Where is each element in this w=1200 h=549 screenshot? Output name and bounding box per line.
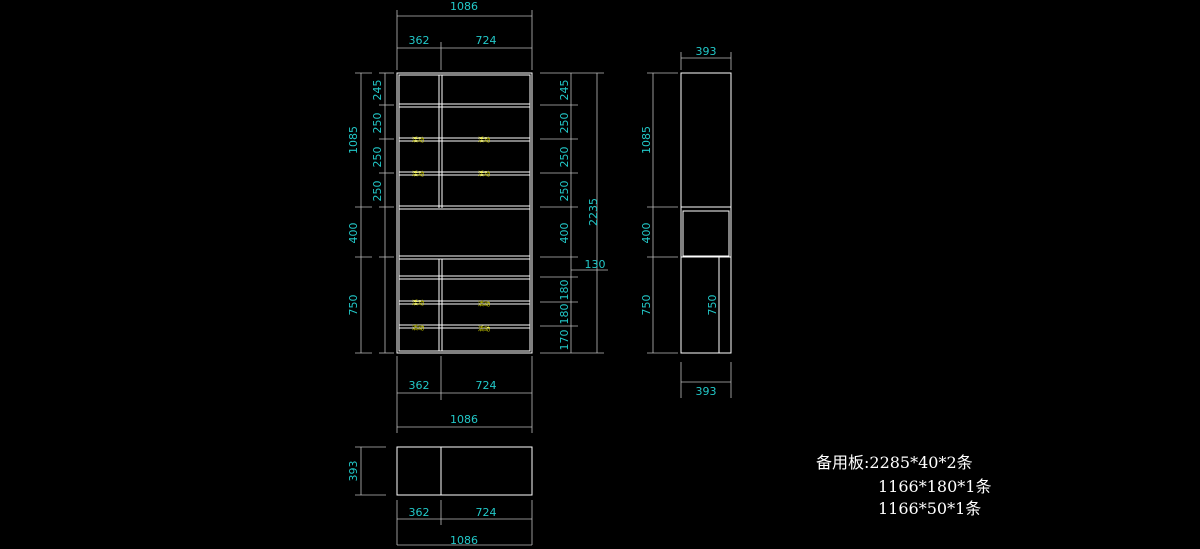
svg-text:750: 750 (640, 295, 653, 316)
svg-text:1085: 1085 (640, 126, 653, 154)
svg-text:750: 750 (347, 295, 360, 316)
shelf-tag: 活动 (478, 136, 490, 144)
svg-text:2235: 2235 (587, 198, 600, 226)
note-line-1: 备用板:2285*40*2条 (816, 453, 973, 472)
dim-side-bottom: 393 (680, 362, 732, 398)
shelf-tag: 活动 (412, 299, 424, 307)
plan-view: 393 362 724 1086 (347, 446, 533, 547)
shelf-tag: 活动 (412, 136, 424, 144)
svg-text:180: 180 (558, 304, 571, 325)
svg-text:724: 724 (476, 506, 497, 519)
svg-text:1086: 1086 (450, 413, 478, 426)
shelf-tag: 活动 (478, 300, 490, 308)
front-outer-frame (396, 72, 533, 354)
svg-text:393: 393 (696, 45, 717, 58)
plan-outer-frame (396, 446, 533, 496)
shelf-tag: 活动 (412, 324, 424, 332)
svg-text:170: 170 (558, 330, 571, 351)
svg-text:250: 250 (558, 147, 571, 168)
dim-plan-split: 362 724 (396, 500, 533, 545)
dim-right-column: 245 250 250 250 400 180 180 170 (540, 72, 578, 354)
svg-text:750: 750 (706, 295, 719, 316)
svg-text:393: 393 (696, 385, 717, 398)
svg-text:724: 724 (476, 34, 497, 47)
dim-top-split: 362 724 (397, 34, 532, 70)
front-inner-frame (398, 74, 531, 352)
dim-top-total: 1086 (396, 0, 533, 70)
note-line-2: 1166*180*1条 (878, 477, 991, 496)
dim-side-top: 393 (680, 45, 732, 70)
svg-text:362: 362 (409, 506, 430, 519)
svg-text:245: 245 (371, 80, 384, 101)
front-view: 活动 活动 活动 活动 活动 活动 活动 活动 1086 362 724 (347, 0, 608, 433)
shelf-tag: 活动 (478, 325, 490, 333)
svg-text:250: 250 (371, 147, 384, 168)
dim-bottom-split: 362 724 (396, 356, 533, 400)
side-outer-frame (680, 72, 732, 354)
dim-left-column: 245 250 250 250 (371, 72, 394, 354)
svg-text:180: 180 (558, 280, 571, 301)
dim-right-outer: 2235 130 (571, 72, 608, 354)
svg-text:250: 250 (371, 181, 384, 202)
svg-text:1085: 1085 (347, 126, 360, 154)
svg-text:250: 250 (371, 113, 384, 134)
shelf-tag: 活动 (478, 170, 490, 178)
svg-text:245: 245 (558, 80, 571, 101)
svg-text:400: 400 (640, 223, 653, 244)
svg-text:250: 250 (558, 113, 571, 134)
svg-text:393: 393 (347, 461, 360, 482)
svg-text:362: 362 (409, 379, 430, 392)
dim-plan-total: 1086 (397, 534, 532, 547)
side-open-niche (682, 210, 730, 257)
dim-side-left: 1085 400 750 (640, 72, 678, 354)
spare-board-notes: 备用板:2285*40*2条 1166*180*1条 1166*50*1条 (816, 453, 991, 518)
svg-text:362: 362 (409, 34, 430, 47)
dim-plan-depth: 393 (347, 446, 386, 496)
svg-text:400: 400 (558, 223, 571, 244)
svg-text:400: 400 (347, 223, 360, 244)
side-view: 393 1085 400 750 750 393 (640, 45, 732, 398)
dim-bottom-total: 1086 (396, 400, 533, 433)
svg-text:1086: 1086 (450, 534, 478, 547)
dim-left-outer-column: 1085 400 750 (347, 72, 372, 354)
dim-side-inner: 750 (706, 295, 719, 316)
svg-text:250: 250 (558, 181, 571, 202)
svg-text:1086: 1086 (450, 0, 478, 13)
svg-text:724: 724 (476, 379, 497, 392)
shelf-tag: 活动 (412, 170, 424, 178)
note-line-3: 1166*50*1条 (878, 499, 981, 518)
svg-text:130: 130 (585, 258, 606, 271)
